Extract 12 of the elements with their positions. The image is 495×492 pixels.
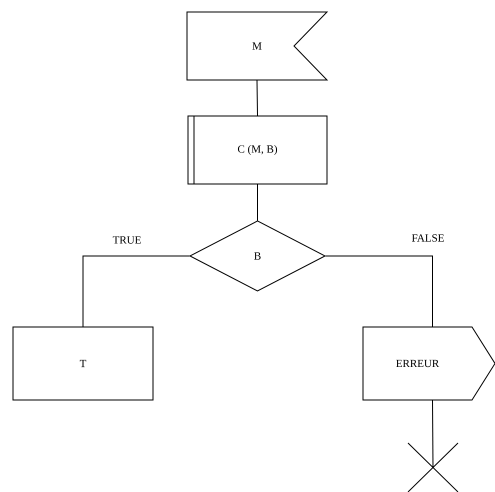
edge-label: TRUE: [112, 235, 142, 245]
connector-line: [325, 256, 433, 327]
connector-line: [432, 400, 434, 468]
procedure-call-box: C (M, B): [188, 116, 328, 184]
task-box: T: [12, 326, 154, 400]
edge-label: FALSE: [410, 233, 446, 243]
connector-line: [257, 184, 258, 221]
connector-line: [82, 256, 190, 327]
input-signal-box: M: [186, 12, 328, 80]
stop-symbol: [408, 442, 458, 492]
output-signal-box: ERREUR: [362, 326, 495, 400]
connector-line: [256, 80, 258, 116]
